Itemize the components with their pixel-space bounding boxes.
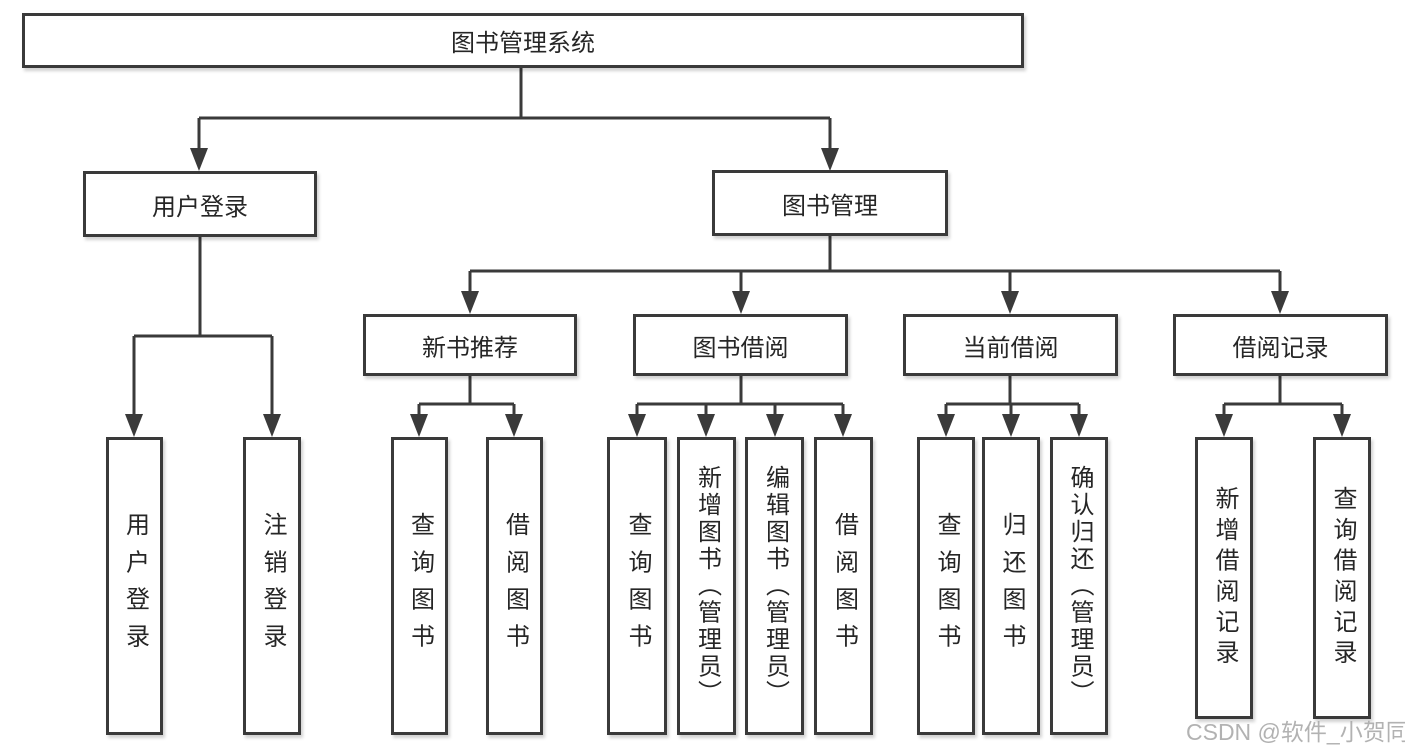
node-book-borrow: 图书借阅 [633, 314, 848, 376]
leaf-label: 新增借阅记录 [1211, 485, 1238, 671]
node-current-borrow: 当前借阅 [903, 314, 1118, 376]
node-label: 借阅记录 [1232, 334, 1329, 362]
node-label: 当前借阅 [962, 334, 1059, 362]
leaf-logout: 注销登录 [243, 437, 301, 735]
leaf-confirm-return-admin: 确认归还（管理员） [1050, 437, 1108, 735]
arrowheads [125, 148, 1351, 437]
leaf-label: 新增图书（管理员） [693, 465, 721, 707]
leaf-label: 编辑图书（管理员） [761, 465, 789, 707]
leaf-label: 查询图书 [624, 511, 651, 661]
leaf-query-borrow-record: 查询借阅记录 [1313, 437, 1371, 719]
node-label: 新书推荐 [422, 334, 518, 362]
leaf-add-books-admin: 新增图书（管理员） [677, 437, 736, 735]
node-label: 用户登录 [152, 193, 248, 221]
leaf-label: 确认归还（管理员） [1066, 465, 1093, 707]
leaf-borrow-books: 借阅图书 [814, 437, 873, 735]
leaf-label: 查询借阅记录 [1329, 485, 1356, 671]
node-label: 图书管理系统 [451, 30, 595, 57]
leaf-label: 注销登录 [259, 511, 286, 661]
node-root: 图书管理系统 [22, 13, 1024, 68]
leaf-label: 用户登录 [121, 511, 149, 661]
leaf-add-borrow-record: 新增借阅记录 [1195, 437, 1253, 719]
leaf-query-books-current: 查询图书 [917, 437, 975, 735]
leaf-return-books: 归还图书 [982, 437, 1040, 735]
leaf-label: 借阅图书 [830, 511, 858, 661]
node-borrow-records: 借阅记录 [1173, 314, 1388, 376]
node-book-management: 图书管理 [712, 170, 948, 236]
leaf-label: 查询图书 [406, 511, 434, 661]
node-label: 图书借阅 [692, 334, 789, 362]
node-user-login: 用户登录 [83, 171, 317, 237]
leaf-borrow-books-recommend: 借阅图书 [486, 437, 543, 735]
leaf-label: 借阅图书 [501, 511, 529, 661]
leaf-edit-books-admin: 编辑图书（管理员） [745, 437, 804, 735]
node-label: 图书管理 [782, 192, 878, 220]
leaf-label: 归还图书 [998, 511, 1025, 661]
leaf-query-books-recommend: 查询图书 [391, 437, 448, 735]
leaf-user-login: 用户登录 [106, 437, 163, 735]
node-new-book-recommend: 新书推荐 [363, 314, 577, 376]
leaf-query-books-borrow: 查询图书 [607, 437, 667, 735]
leaf-label: 查询图书 [933, 511, 960, 661]
csdn-watermark: CSDN @软件_小贺同学 [1186, 719, 1405, 745]
